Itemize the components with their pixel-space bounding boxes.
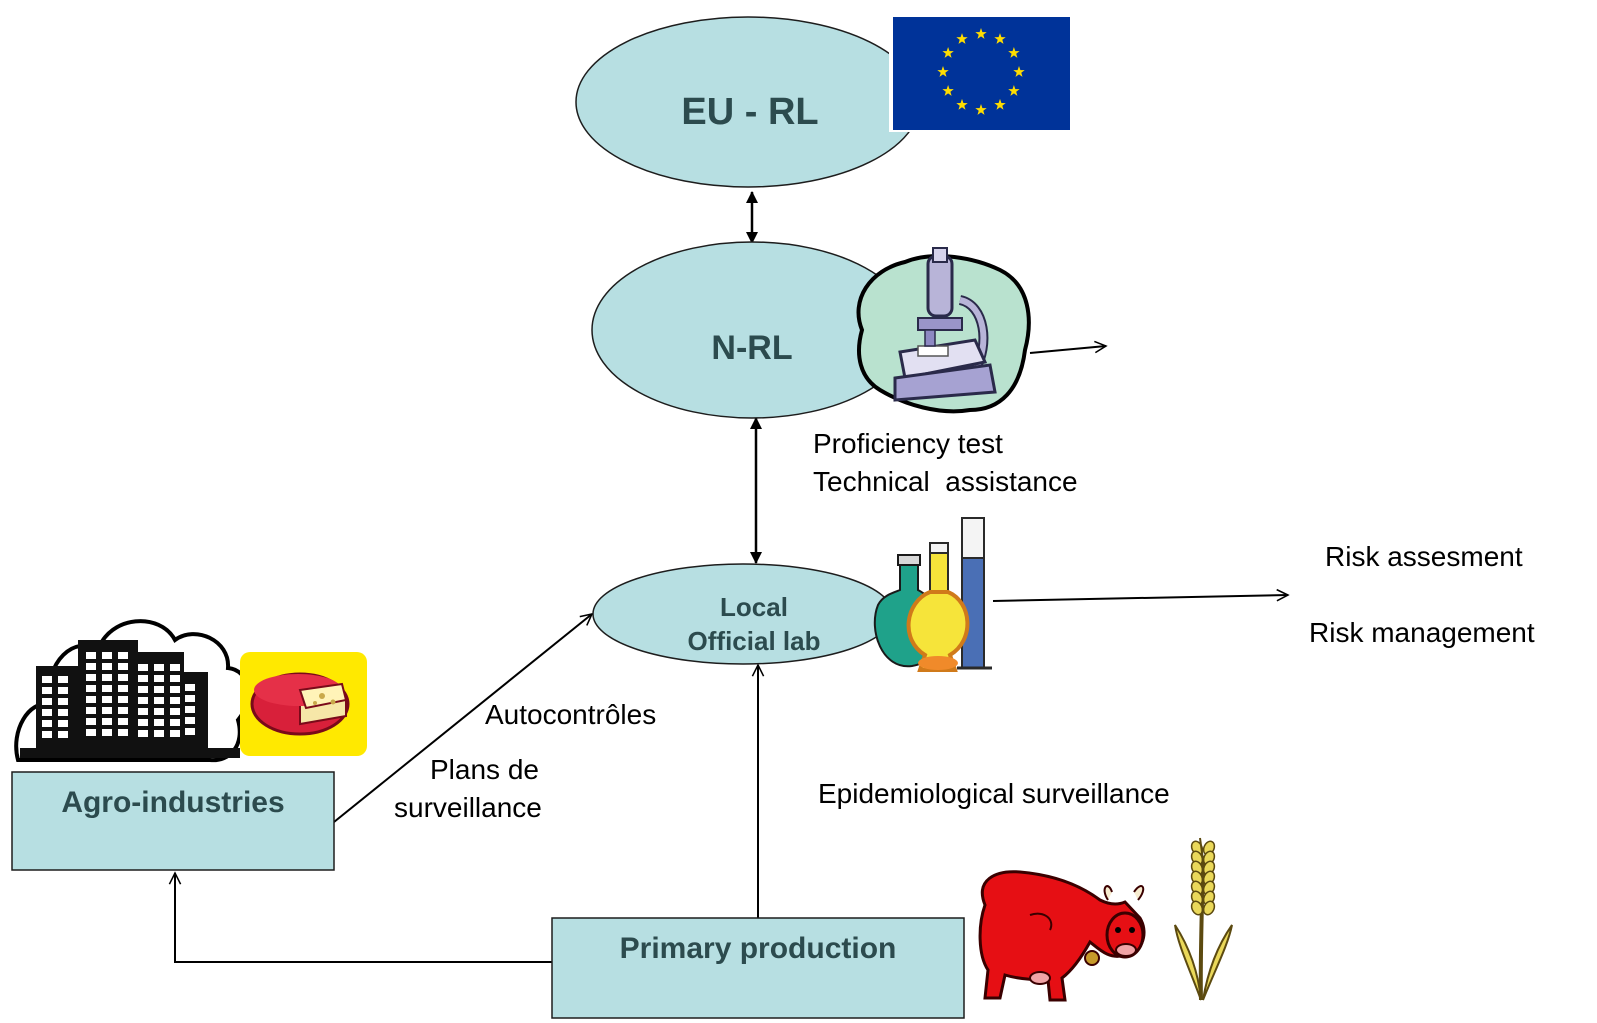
primary-to-agro-arrow: [175, 873, 552, 963]
risk-assessment-text: Risk assesment: [1325, 541, 1523, 572]
surveillance-text: surveillance: [394, 792, 542, 823]
risk-management-text: Risk management: [1309, 617, 1535, 648]
n-rl-label: N-RL: [711, 328, 793, 367]
microscope-icon: [856, 247, 1031, 414]
local-lab-label-line2: Official lab: [687, 625, 821, 656]
epidemiological-surveillance-text: Epidemiological surveillance: [818, 778, 1170, 809]
factory-building-icon: [14, 619, 251, 763]
primary-production-node: [551, 917, 965, 1019]
eu-rl-label: EU - RL: [681, 90, 819, 133]
microscope-arrow: [1029, 346, 1106, 354]
cow-icon: [978, 870, 1146, 1002]
technical-assistance-text: Technical assistance: [813, 466, 1078, 497]
wheat-icon: [1174, 837, 1233, 1001]
primary-production-label: Primary production: [619, 932, 897, 965]
cheese-icon: [240, 652, 367, 756]
proficiency-test-text: Proficiency test: [813, 428, 1003, 459]
agro-industries-node: [11, 771, 335, 871]
plans-de-text: Plans de: [430, 754, 539, 785]
eu-flag-icon: [889, 14, 1072, 132]
agro-industries-label: Agro-industries: [61, 786, 285, 819]
local-lab-label-line1: Local: [720, 591, 788, 622]
lab-to-risk-arrow: [992, 595, 1288, 602]
autocontroles-text: Autocontrôles: [485, 699, 657, 730]
agro-to-lab-arrow: [333, 614, 592, 823]
lab-flasks-icon: [873, 517, 992, 672]
